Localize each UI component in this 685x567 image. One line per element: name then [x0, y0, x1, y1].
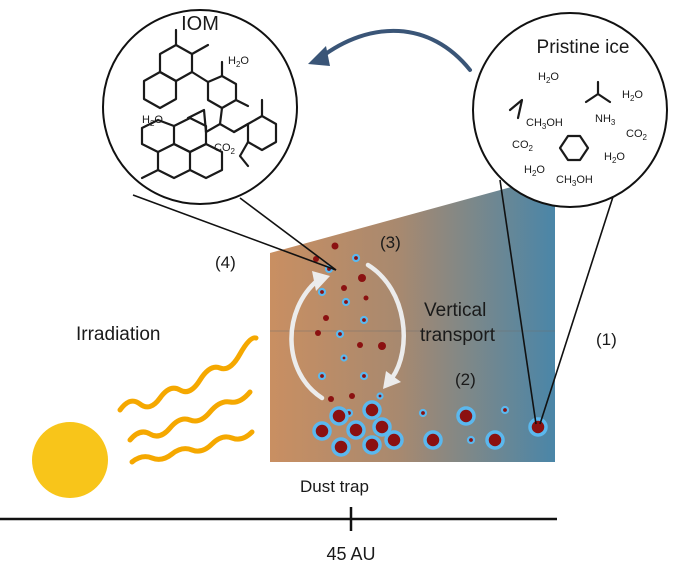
dust-grain [359, 315, 369, 325]
iom-title: IOM [181, 13, 219, 35]
svg-text:CH3OH: CH3OH [526, 117, 563, 131]
svg-text:CO2: CO2 [512, 139, 534, 153]
dust-grain [357, 342, 363, 348]
dust-grain [528, 417, 548, 437]
downward-arrow-head [383, 371, 401, 389]
dust-grain [363, 295, 369, 301]
downward-arrow [365, 262, 406, 381]
irradiation-waves [117, 335, 259, 465]
disk-slab [270, 175, 555, 462]
dust-grain [317, 371, 327, 381]
dust-grain [362, 435, 382, 455]
svg-text:H2O: H2O [622, 89, 643, 103]
connector-ice-left [499, 179, 537, 425]
svg-text:H2O: H2O [524, 164, 545, 178]
dust-grain [341, 285, 347, 291]
dust-grain [351, 253, 361, 263]
step-3-label: (3) [380, 233, 401, 252]
pristine-ice-title: Pristine ice [537, 37, 630, 58]
svg-text:CO2: CO2 [214, 142, 236, 156]
wave-icon [127, 389, 253, 443]
dust-grain [466, 435, 476, 445]
dust-grain [372, 417, 392, 437]
dust-grain [418, 408, 428, 418]
pristine-ice-circle: Pristine ice H2O H2O CH3OH NH3 CO2 CO2 H… [472, 12, 668, 208]
dust-grain [384, 430, 404, 450]
dust-grain [323, 315, 329, 321]
svg-text:H2O: H2O [228, 55, 249, 69]
wave-icon [117, 335, 259, 413]
iom-structure-icon [140, 28, 278, 180]
svg-text:H2O: H2O [604, 151, 625, 165]
dust-grain [317, 287, 327, 297]
dust-grain [312, 421, 332, 441]
upward-arrow [289, 277, 325, 401]
dust-grain [423, 430, 443, 450]
dust-grain [328, 396, 334, 402]
dust-grains [312, 242, 548, 457]
step-1-label: (1) [596, 330, 617, 349]
svg-text:H2O: H2O [538, 71, 559, 85]
distance-axis: 45 AU [0, 507, 557, 564]
dust-grain [335, 329, 345, 339]
svg-text:CH3OH: CH3OH [556, 174, 593, 188]
dust-grain [485, 430, 505, 450]
connector-ice-right [539, 174, 621, 425]
upward-arrow-head [312, 271, 330, 291]
connector-iom-left [132, 194, 337, 271]
step-2-label: (2) [455, 370, 476, 389]
vertical-transport-arrows [289, 262, 406, 401]
dust-grain [346, 420, 366, 440]
iom-circle: IOM H2O H2O CO2 [102, 9, 298, 205]
transport-label: transport [420, 325, 496, 346]
dust-grain [500, 405, 510, 415]
axis-tick-label: 45 AU [326, 544, 375, 564]
dust-grain [456, 406, 476, 426]
svg-text:CO2: CO2 [626, 128, 648, 142]
dust-grain [340, 354, 348, 362]
ice-molecule-icons [508, 80, 612, 162]
dust-grain [349, 393, 355, 399]
dust-grain [331, 242, 339, 250]
conversion-arrow [318, 29, 472, 72]
sun-icon [32, 422, 108, 498]
dust-grain [376, 392, 384, 400]
dust-grain [329, 406, 349, 426]
dust-trap-label: Dust trap [300, 477, 369, 496]
connector-iom-right [239, 197, 337, 271]
dust-grain [362, 400, 382, 420]
conversion-arrow-head [308, 46, 330, 66]
dust-grain [378, 342, 386, 350]
wave-icon [129, 429, 255, 465]
step-4-label: (4) [215, 253, 236, 272]
dust-grain [359, 371, 369, 381]
svg-text:H2O: H2O [142, 114, 163, 128]
vertical-label: Vertical [424, 300, 486, 321]
dust-grain [358, 274, 366, 282]
irradiation-label: Irradiation [76, 324, 161, 345]
dust-grain [313, 256, 319, 262]
dust-grain [331, 437, 351, 457]
svg-text:NH3: NH3 [595, 113, 616, 127]
dust-grain [315, 330, 321, 336]
dust-grain [341, 297, 351, 307]
